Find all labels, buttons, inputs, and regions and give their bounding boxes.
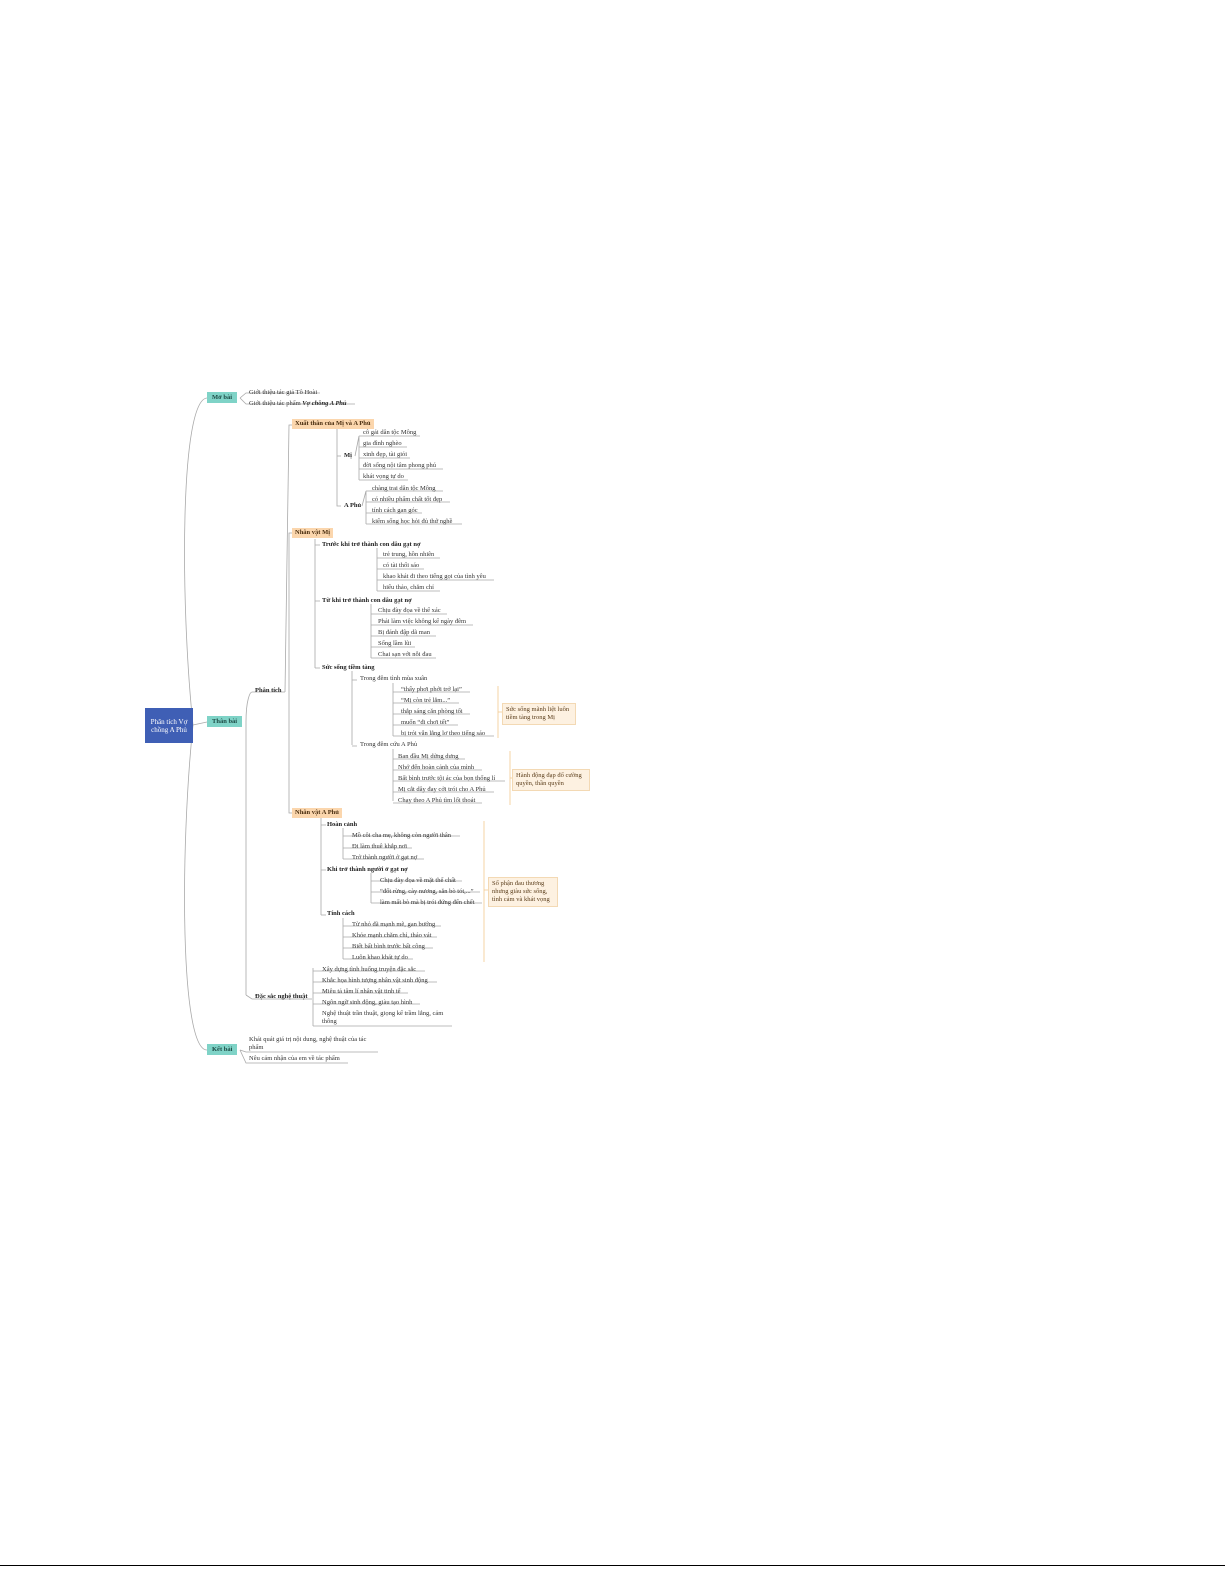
dac-sac-item[interactable]: Miêu tả tâm lí nhân vật tinh tế: [322, 988, 401, 995]
khi-tro-thanh-item[interactable]: làm mất bò mà bị trói đứng đến chết: [380, 899, 475, 906]
mo-bai-item[interactable]: Giới thiệu tác giả Tô Hoài: [249, 389, 318, 396]
xuat-than-topic[interactable]: Xuất thân của Mị và A Phủ: [292, 419, 374, 429]
note-hanh-dong[interactable]: Hành động đạp đổ cường quyền, thần quyền: [512, 769, 590, 791]
note-so-phan[interactable]: Số phận đau thương nhưng giàu sức sống, …: [488, 877, 558, 907]
tu-khi-item[interactable]: Bị đánh đập dã man: [378, 629, 430, 636]
root-topic[interactable]: Phân tích Vợ chồng A Phủ: [145, 708, 193, 743]
dem-cuu-item[interactable]: Bất bình trước tội ác của bọn thống lí: [398, 775, 496, 782]
tinh-cach-item[interactable]: Luôn khao khát tự do: [352, 954, 408, 961]
tu-khi-item[interactable]: Phải làm việc không kể ngày đêm: [378, 618, 467, 625]
mo-bai-item-title: Vợ chồng A Phủ: [302, 400, 347, 407]
dac-sac-item[interactable]: Khắc họa hình tượng nhân vật sinh động: [322, 977, 428, 984]
topic-than-bai[interactable]: Thân bài: [207, 716, 243, 727]
dem-tinh-item[interactable]: bị trói vẫn lắng lơ theo tiếng sáo: [401, 730, 486, 737]
dem-tinh-item[interactable]: “thấy phơi phới trở lại”: [401, 686, 462, 693]
hoan-canh-item[interactable]: Mồ côi cha mẹ, không còn người thân: [352, 832, 452, 839]
nhan-vat-a-phu-topic[interactable]: Nhân vật A Phủ: [292, 808, 342, 818]
mi-item[interactable]: khát vọng tự do: [363, 473, 404, 480]
mi-item[interactable]: xinh đẹp, tài giỏi: [363, 451, 408, 458]
truoc-khi-label[interactable]: Trước khi trở thành con dâu gạt nợ: [322, 541, 421, 548]
note-suc-song[interactable]: Sức sống mãnh liệt luôn tiềm tàng trong …: [502, 703, 576, 725]
truoc-khi-item[interactable]: khao khát đi theo tiếng gọi của tình yêu: [383, 573, 486, 580]
a-phu-label[interactable]: A Phủ: [344, 502, 362, 509]
dem-cuu-item[interactable]: Nhớ đến hoàn cảnh của mình: [398, 764, 475, 771]
dac-sac-item[interactable]: Xây dựng tình huống truyện đặc sắc: [322, 966, 417, 973]
truoc-khi-item[interactable]: có tài thổi sáo: [383, 562, 420, 569]
a-phu-item[interactable]: tính cách gan góc: [372, 507, 418, 514]
dac-sac-label[interactable]: Đặc sắc nghệ thuật: [255, 993, 308, 1000]
a-phu-item[interactable]: chàng trai dân tộc Mông: [372, 485, 436, 492]
hoan-canh-label[interactable]: Hoàn cảnh: [327, 821, 358, 828]
tu-khi-item[interactable]: Chịu đày đọa về thể xác: [378, 607, 441, 614]
mi-item[interactable]: gia đình nghèo: [363, 440, 402, 447]
suc-song-label[interactable]: Sức sống tiềm tàng: [322, 664, 375, 671]
ket-bai-item[interactable]: Khái quát giá trị nội dung, nghệ thuật c…: [249, 1036, 367, 1051]
mo-bai-item-text: Giới thiệu tác phẩm: [249, 400, 301, 407]
page-bottom-rule: [0, 1565, 1225, 1566]
tinh-cach-item[interactable]: Từ nhỏ đã mạnh mẽ, gan bướng: [352, 921, 436, 928]
a-phu-item[interactable]: có nhiều phẩm chất tốt đẹp: [372, 496, 443, 503]
dem-tinh-item[interactable]: thắp sáng căn phòng tối: [401, 708, 463, 715]
dem-cuu-item[interactable]: Chạy theo A Phủ tìm lối thoát: [398, 797, 476, 804]
ket-bai-item[interactable]: Nêu cảm nhận của em về tác phẩm: [249, 1055, 340, 1062]
dem-cuu-label[interactable]: Trong đêm cứu A Phủ: [360, 741, 418, 748]
khi-tro-thanh-label[interactable]: Khi trở thành người ở gạt nợ: [327, 866, 408, 873]
khi-tro-thanh-item[interactable]: “đốt rừng, cày nương, săn bò tót,...”: [380, 888, 474, 895]
nhan-vat-mi-topic[interactable]: Nhân vật Mị: [292, 528, 334, 538]
mi-label[interactable]: Mị: [344, 452, 352, 459]
dem-tinh-item[interactable]: “Mị còn trẻ lắm...”: [401, 697, 451, 704]
dem-tinh-label[interactable]: Trong đêm tình mùa xuân: [360, 675, 428, 682]
mi-item[interactable]: đời sống nội tâm phong phú: [363, 462, 436, 469]
mo-bai-item[interactable]: Giới thiệu tác phẩm Vợ chồng A Phủ: [249, 400, 347, 408]
tu-khi-item[interactable]: Chai sạn với nỗi đau: [378, 651, 432, 658]
tinh-cach-item[interactable]: Khỏe mạnh chăm chỉ, tháo vát: [352, 932, 432, 939]
topic-mo-bai[interactable]: Mở bài: [207, 392, 238, 403]
dem-cuu-item[interactable]: Mị cắt dây đay cởi trói cho A Phủ: [398, 786, 486, 793]
khi-tro-thanh-item[interactable]: Chịu đày đọa về mặt thể chất: [380, 877, 456, 884]
a-phu-item[interactable]: kiếm sống học hỏi đủ thứ nghề: [372, 518, 453, 525]
phan-tich-label[interactable]: Phân tích: [255, 687, 282, 694]
dem-tinh-item[interactable]: muốn “đi chơi tết”: [401, 719, 450, 726]
mi-item[interactable]: cô gái dân tộc Mông: [363, 429, 417, 436]
hoan-canh-item[interactable]: Trở thành người ở gạt nợ: [352, 854, 418, 861]
hoan-canh-item[interactable]: Đi làm thuê khắp nơi: [352, 843, 408, 850]
tinh-cach-label[interactable]: Tính cách: [327, 910, 355, 917]
tinh-cach-item[interactable]: Biết bất bình trước bất công: [352, 943, 425, 950]
tu-khi-item[interactable]: Sống lầm lũi: [378, 640, 412, 647]
dem-cuu-item[interactable]: Ban đầu Mị dửng dưng: [398, 753, 459, 760]
truoc-khi-item[interactable]: hiếu thảo, chăm chỉ: [383, 584, 434, 591]
topic-ket-bai[interactable]: Kết bài: [207, 1044, 238, 1055]
truoc-khi-item[interactable]: trẻ trung, hồn nhiên: [383, 551, 435, 558]
dac-sac-item[interactable]: Nghệ thuật trần thuật, giọng kể trầm lắn…: [322, 1010, 444, 1025]
tu-khi-label[interactable]: Từ khi trở thành con dâu gạt nợ: [322, 597, 412, 604]
dac-sac-item[interactable]: Ngôn ngữ sinh động, giàu tạo hình: [322, 999, 413, 1006]
